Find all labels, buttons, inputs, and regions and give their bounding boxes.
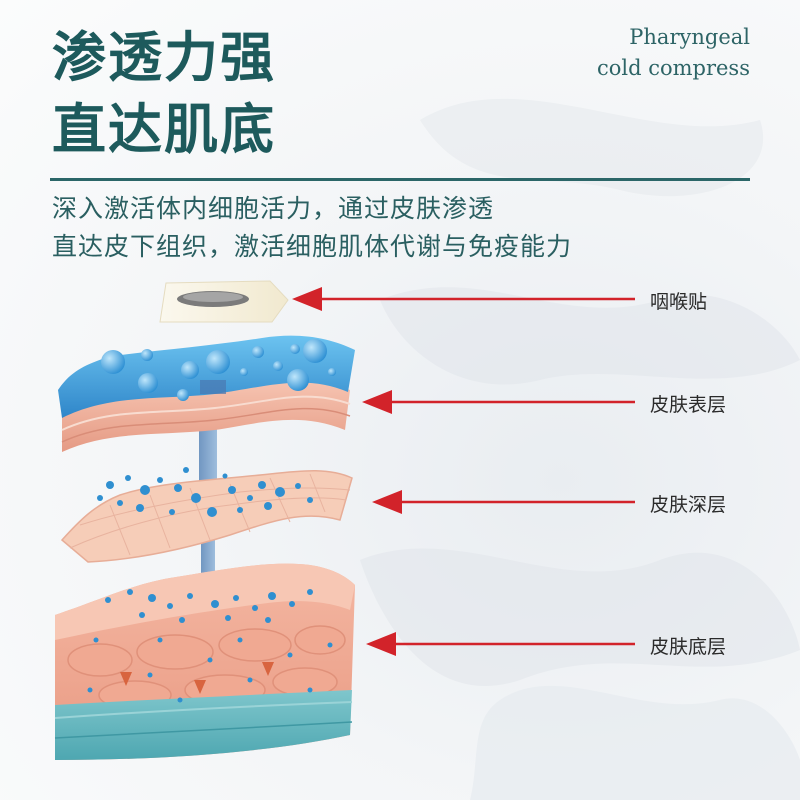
headline: 渗透力强 直达肌底 (52, 22, 276, 166)
epidermis-layer (58, 335, 355, 452)
label-base: 皮肤底层 (650, 636, 727, 658)
base-layer (54, 563, 355, 760)
english-title-line-1: Pharyngeal (629, 25, 750, 49)
headline-line-1: 渗透力强 (52, 26, 276, 89)
divider (50, 178, 750, 181)
description-line-2: 直达皮下组织，激活细胞肌体代谢与免疫能力 (52, 232, 573, 261)
pointer-arrows (292, 287, 635, 656)
headline-line-2: 直达肌底 (52, 98, 276, 161)
description: 深入激活体内细胞活力，通过皮肤渗透 直达皮下组织，激活细胞肌体代谢与免疫能力 (52, 190, 572, 266)
label-epidermis: 皮肤表层 (650, 394, 727, 416)
label-dermis: 皮肤深层 (650, 494, 727, 516)
english-title-line-2: cold compress (596, 56, 750, 80)
english-title: Pharyngeal cold compress (597, 22, 750, 84)
throat-patch (159, 280, 289, 323)
label-patch: 咽喉贴 (650, 291, 708, 313)
description-line-1: 深入激活体内细胞活力，通过皮肤渗透 (52, 194, 495, 223)
dermis-dots (97, 467, 313, 517)
base-dots (87, 589, 333, 703)
water-bubbles (101, 339, 336, 401)
